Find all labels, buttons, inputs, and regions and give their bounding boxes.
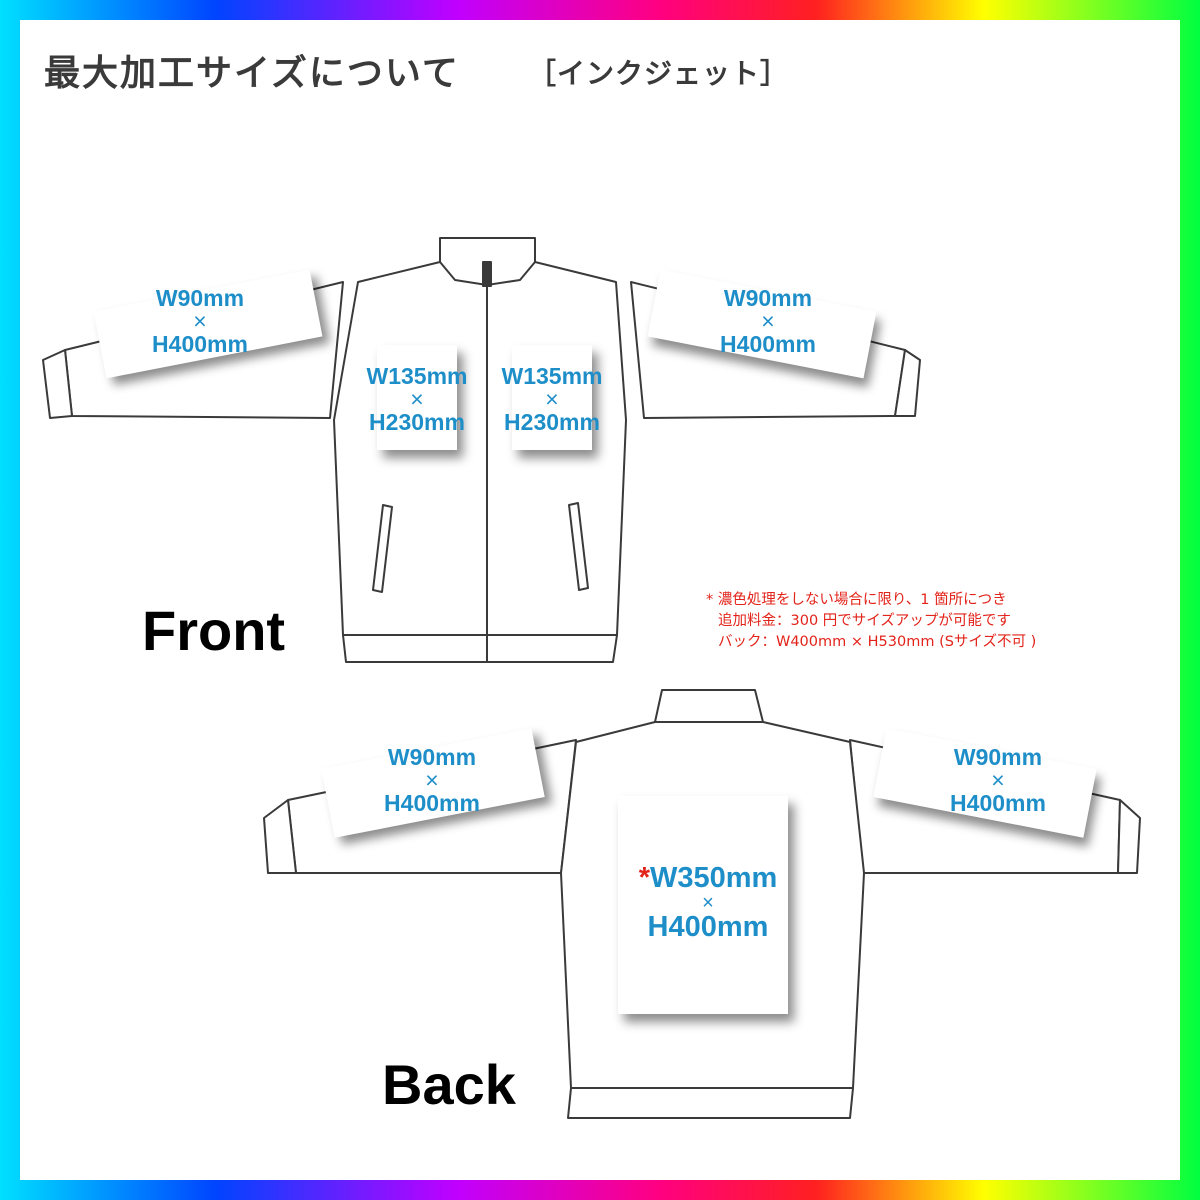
note-line-2: 追加料金：300 円でサイズアップが可能です — [718, 613, 1011, 629]
front-left-sleeve-dimension: W90mm × H400mm — [152, 285, 248, 357]
page-title: 最大加工サイズについて — [44, 53, 460, 94]
note-line-1: * 濃色処理をしない場合に限り、1 箇所につき — [706, 592, 1007, 608]
upsize-note: * 濃色処理をしない場合に限り、1 箇所につき 追加料金：300 円でサイズアッ… — [706, 590, 1036, 653]
back-left-sleeve-dimension: W90mm × H400mm — [384, 744, 480, 816]
back-center-dimension: *W350mm × H400mm — [638, 862, 778, 943]
back-center-print-area — [618, 796, 788, 1014]
front-right-chest-print-area — [512, 345, 592, 450]
back-right-sleeve-dimension: W90mm × H400mm — [950, 744, 1046, 816]
back-view-label: Back — [382, 1053, 516, 1116]
front-view-label: Front — [142, 599, 286, 662]
page-subtitle: ［インクジェット］ — [528, 57, 790, 90]
note-line-3: バック：W400mm × H530mm (Sサイズ不可 ) — [718, 634, 1037, 650]
front-left-chest-dimension: W135mm × H230mm — [366, 363, 468, 435]
front-right-chest-dimension: W135mm × H230mm — [501, 363, 603, 435]
front-left-chest-print-area — [377, 345, 457, 450]
asterisk-mark: * — [638, 862, 650, 894]
front-right-sleeve-dimension: W90mm × H400mm — [720, 285, 816, 357]
